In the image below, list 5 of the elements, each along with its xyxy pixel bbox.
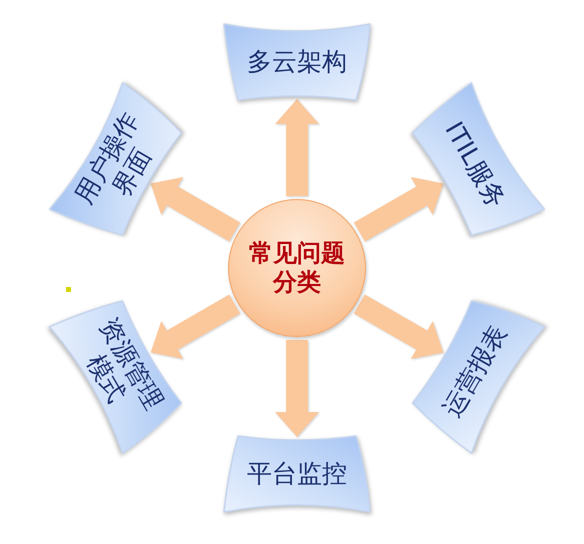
curved-card: 平台监控 <box>222 433 372 515</box>
curved-card: 多云架构 <box>222 21 372 103</box>
arrow <box>275 340 319 437</box>
arrow <box>275 99 319 196</box>
center-circle: 常见问题分类 <box>228 199 366 337</box>
